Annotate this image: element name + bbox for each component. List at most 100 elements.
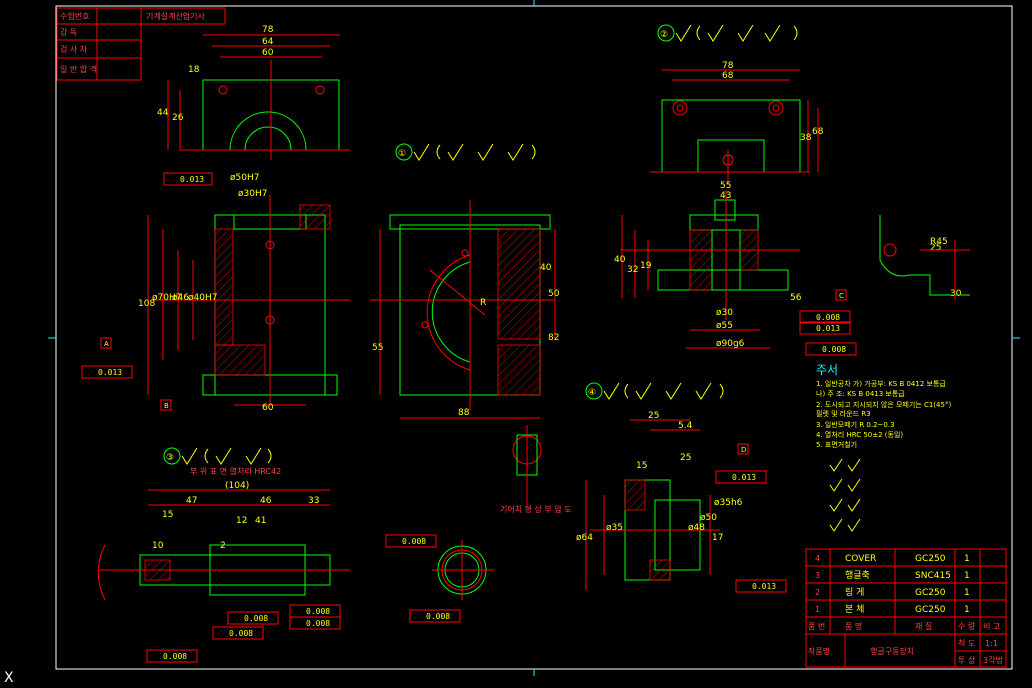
surface-number-2: ② [660, 30, 668, 40]
view-top-left: 78 64 60 44 26 18 [157, 25, 350, 160]
dim-ø90g6-right: ø90g6 [716, 339, 745, 349]
dim-88-center: 88 [458, 408, 470, 418]
dim-33: 33 [308, 496, 319, 506]
parts-row-1-qty: 1 [964, 571, 970, 581]
svg-text:0.013: 0.013 [816, 324, 840, 333]
parts-row-3-qty: 1 [964, 605, 970, 615]
dim-ø35-cover: ø35 [606, 523, 623, 533]
approval-row-1: 감 독 [60, 27, 77, 37]
svg-text:0.008: 0.008 [306, 607, 330, 616]
parts-row-2-mat: GC250 [915, 588, 946, 598]
title-block-label: 작품명 [808, 646, 830, 656]
parts-row-1-name: 행글축 [845, 569, 870, 581]
svg-text:0.013: 0.013 [752, 582, 776, 591]
parts-header-mat: 재 질 [915, 622, 932, 631]
note-line-6: 5. 표면거칠기 [816, 440, 857, 449]
dim-40-center: 40 [540, 263, 552, 273]
view-top-right: 78 68 38 68 [650, 61, 824, 185]
svg-text:0.008: 0.008 [229, 629, 253, 638]
corner-marker: X [4, 670, 14, 686]
dim-60-top-left: 60 [262, 48, 274, 58]
datum-c: C [835, 289, 847, 301]
dim-ø55-right: ø55 [716, 321, 733, 331]
dim-41: 41 [255, 516, 266, 526]
dim-26-top-left: 26 [172, 113, 184, 123]
dim-68-right-vert: 68 [812, 127, 824, 137]
dim-44-top-left: 44 [157, 108, 169, 118]
title-block-title: 행글구동장치 [870, 646, 914, 656]
dim-55-right: 55 [720, 181, 731, 191]
approval-title: 기계설계산업기사 [146, 11, 206, 21]
approval-row-2: 검 사 자 [60, 44, 88, 54]
svg-text:D: D [741, 446, 746, 454]
view-right-mid: 55 43 40 32 19 ø30 ø55 ø90g6 56 25 30 [614, 181, 962, 349]
parts-header-name: 품 명 [845, 621, 862, 631]
dim-25b-cover: 25 [680, 453, 691, 463]
surface-number-4: ④ [588, 388, 596, 398]
drawing-border [48, 0, 1020, 676]
dim-56-right: 56 [790, 293, 802, 303]
dim-ø64-cover: ø64 [576, 533, 593, 543]
svg-text:0.013: 0.013 [98, 368, 122, 377]
note-line-0: 1. 일반공차 가) 가공부: KS B 0412 보통급 [816, 379, 946, 388]
parts-list: 4 COVER GC250 1 3 행글축 SNC415 1 2 링 게 GC2… [805, 548, 1007, 668]
notes-heading: 주서 [816, 363, 838, 377]
tol-frame-0: 0.013 [163, 172, 213, 186]
parts-header-note: 비 고 [983, 622, 1000, 631]
svg-text:0.008: 0.008 [816, 313, 840, 322]
detail-r45-label: R45 [930, 237, 948, 247]
tol-frame-11: 0.013 [715, 470, 767, 484]
parts-header-qty: 수 량 [958, 621, 976, 631]
view-detail-r45: R45 [879, 215, 970, 300]
tol-frame-6: 0.008 [409, 609, 461, 623]
dim-R-center: R [480, 298, 486, 308]
surface-mark-2: ② [657, 24, 798, 42]
dim-47: 47 [186, 496, 197, 506]
dim-25-cover: 25 [648, 411, 659, 421]
view-bottom-cover: 25 5.4 15 25 ø35 ø48 ø50 ø64 17 ø35h6 [576, 411, 743, 590]
tol-frame-10: 0.008 [212, 626, 264, 640]
dim-50-center: 50 [548, 289, 560, 299]
svg-text:0.008: 0.008 [822, 345, 846, 354]
dim-2: 2 [220, 541, 226, 551]
dim-38-top-right: 38 [800, 133, 812, 143]
dim-78-top-left: 78 [262, 25, 274, 35]
surface-mark-3: ③ 부 위 표 면 열처리 HRC42 [163, 447, 281, 476]
tolerance-frames: 0.013 0.013 0.008 0.013 0.008 0.008 0.00… [81, 172, 857, 663]
parts-row-3-name: 본 체 [845, 604, 864, 615]
approval-table: 수험번호 감 독 검 사 자 일 반 합 격 기계설계산업기사 [56, 7, 226, 81]
dim-60-left: 60 [262, 403, 274, 413]
surface-mark-1: ① [395, 143, 536, 161]
title-block-proj-label: 투 상 [958, 655, 976, 665]
surface-number-1: ① [398, 149, 406, 159]
title-block-proj: 3각법 [983, 655, 1003, 665]
surface-number-3: ③ [166, 453, 174, 463]
svg-text:0.013: 0.013 [732, 473, 756, 482]
dim-78-top-right: 78 [722, 61, 734, 71]
dim-15: 15 [162, 510, 173, 520]
parts-row-0-name: COVER [845, 554, 876, 564]
tol-frame-12: 0.008 [146, 649, 198, 663]
note-line-3: 필렛 및 라운드 R3 [816, 409, 871, 418]
parts-row-1-no: 3 [815, 571, 820, 580]
view-bottom-shaft: (104) 47 46 33 15 10 41 12 2 [97, 481, 350, 601]
svg-text:C: C [839, 292, 844, 300]
gear-detail-note: 기어치 형 상 부 압 도 [500, 504, 572, 514]
dim-ø46: ø46 [172, 293, 189, 303]
dim-ø48-cover: ø48 [688, 523, 705, 533]
surface-mark-4: ④ [585, 382, 724, 400]
tol-frame-9: 0.008 [289, 616, 341, 630]
dim-25-right: 25 [930, 243, 941, 253]
parts-row-0-no: 4 [815, 554, 820, 563]
tol-frame-8: 0.008 [289, 604, 341, 618]
dim-82-center: 82 [548, 333, 559, 343]
view-center-front: 40 50 55 82 88 R [370, 200, 560, 419]
svg-text:B: B [164, 402, 169, 410]
note-line-1: 나) 주 조: KS B 0413 보통급 [816, 389, 905, 398]
svg-text:0.013: 0.013 [180, 175, 204, 184]
dim-43-right: 43 [720, 191, 731, 201]
svg-text:0.008: 0.008 [244, 614, 268, 623]
view-left-side: ø50H7 ø30H7 108 ø70H7 ø46 ø40H7 60 [138, 173, 350, 413]
parts-row-0-qty: 1 [964, 554, 970, 564]
